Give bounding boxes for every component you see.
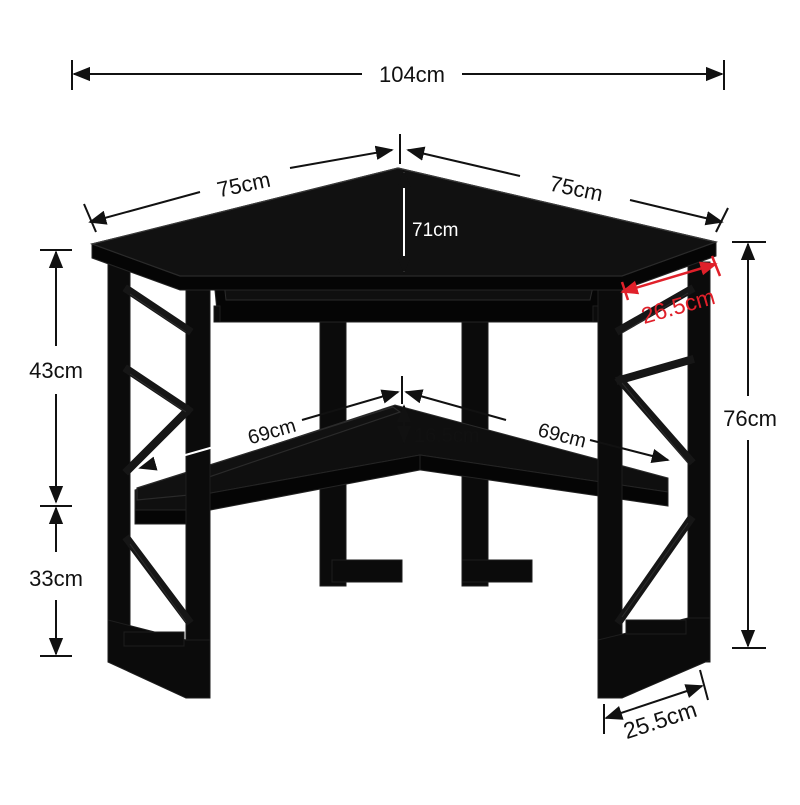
- total-height-label: 76cm: [723, 406, 777, 431]
- shelf-depth-dimension: 16.5cm: [396, 404, 480, 447]
- total-height-dimension: 76cm: [723, 241, 777, 649]
- lower-height-dimension: 33cm: [29, 505, 83, 657]
- lower-shelf: [134, 404, 669, 525]
- corner-depth-dimension: 71cm: [396, 170, 458, 274]
- overall-width-dimension: 104cm: [71, 60, 725, 90]
- right-end-frame: [597, 261, 711, 699]
- desk-illustration: [89, 167, 719, 699]
- upper-height-label: 43cm: [29, 358, 83, 383]
- corner-depth-label: 71cm: [412, 220, 458, 241]
- left-end-frame: [107, 261, 211, 699]
- right-depth-label: 75cm: [547, 171, 605, 207]
- lower-height-label: 33cm: [29, 566, 83, 591]
- upper-height-dimension: 43cm: [29, 249, 83, 504]
- left-depth-label: 75cm: [215, 167, 273, 203]
- base-width-label: 25.5cm: [620, 696, 700, 744]
- overall-width-label: 104cm: [379, 62, 445, 87]
- shelf-depth-label: 16.5cm: [414, 425, 480, 447]
- back-legs: [319, 317, 533, 587]
